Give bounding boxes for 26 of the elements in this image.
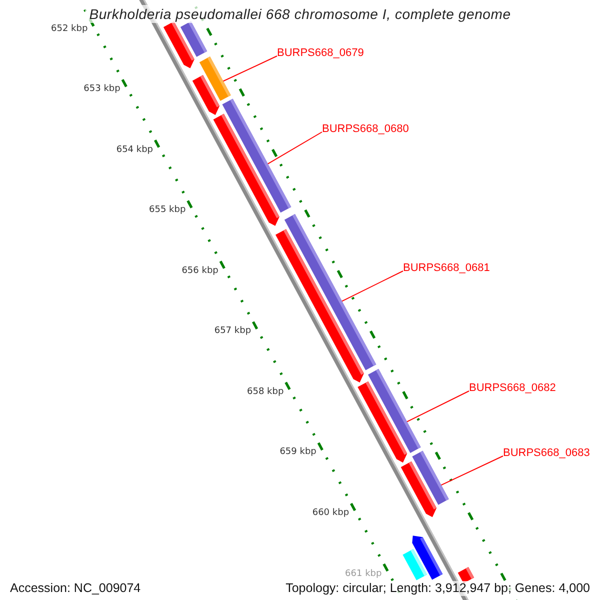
scale-label: 659 kbp: [280, 447, 316, 458]
leader-line: [222, 56, 278, 82]
scale-label: 660 kbp: [312, 508, 350, 519]
accession-number: Accession: NC_009074: [8, 581, 143, 596]
gene-label: BURPS668_0679: [277, 46, 364, 60]
genome-stats: Topology: circular; Length: 3,912,947 bp; Genes: 4,000: [284, 581, 592, 596]
scale-label: 661 kbp: [345, 568, 382, 580]
scale-label: 652 kbp: [51, 24, 88, 35]
scale-label: 655 kbp: [149, 205, 186, 216]
gene-label: BURPS668_0683: [503, 446, 590, 460]
gene-block: [192, 75, 220, 115]
scale-label: 653 kbp: [84, 84, 120, 96]
gene-block: [358, 381, 408, 463]
gene-label: BURPS668_0681: [403, 261, 490, 275]
leader-line: [406, 390, 470, 422]
gene-block: [213, 114, 280, 226]
scale-label: 654 kbp: [116, 144, 154, 156]
gene-label: BURPS668_0682: [469, 381, 556, 395]
leader-line: [440, 456, 504, 486]
scale-label: 658 kbp: [247, 386, 284, 398]
gene-bar: [402, 549, 428, 580]
scale-label: 657 kbp: [214, 326, 252, 338]
gene-block: [276, 229, 364, 382]
gene-label: BURPS668_0680: [322, 122, 409, 136]
gene-block: [400, 461, 437, 518]
scale-label: 656 kbp: [182, 266, 218, 277]
